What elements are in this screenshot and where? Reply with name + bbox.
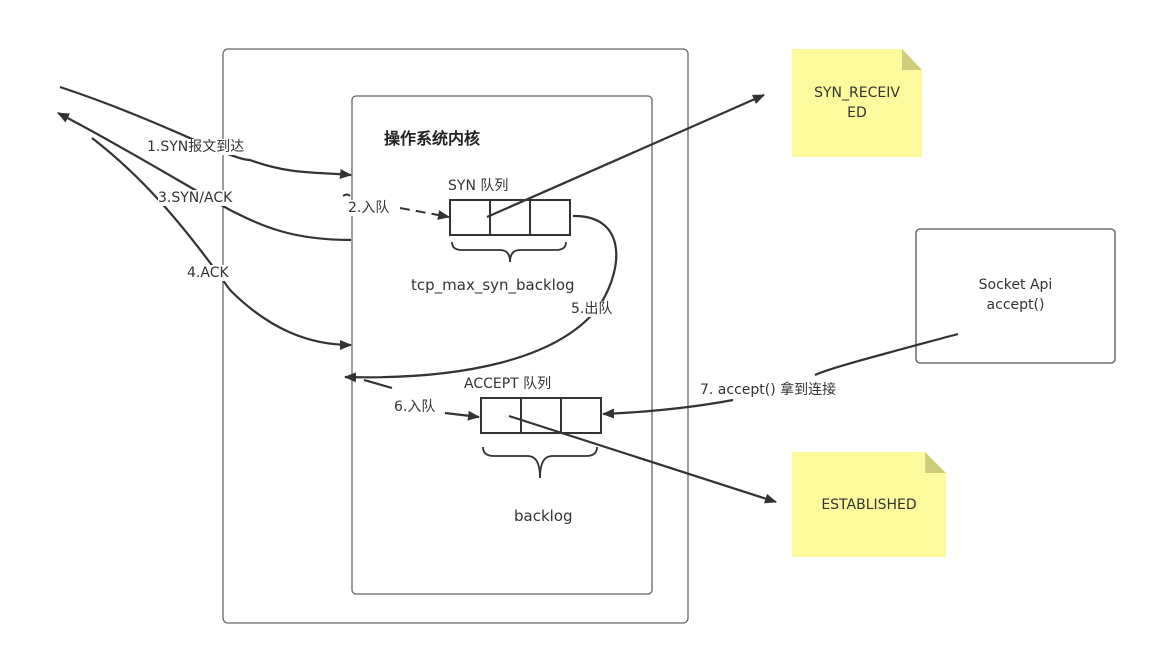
edge-ack	[91, 137, 352, 350]
socket-api-box	[915, 228, 1116, 364]
socket-api-line2: accept()	[986, 297, 1045, 313]
syn-received-line1: SYN_RECEIV	[814, 85, 900, 101]
syn-queue-label: SYN 队列	[448, 178, 509, 194]
accept-queue-slot	[520, 397, 562, 434]
established-note	[792, 452, 946, 557]
syn-received-note-text: SYN_RECEIV ED	[792, 83, 922, 123]
step-2-label: 2.入队	[348, 200, 390, 216]
step-6-label: 6.入队	[394, 399, 436, 415]
accept-queue-brace	[482, 446, 598, 479]
accept-queue-label: ACCEPT 队列	[464, 376, 552, 392]
established-note-text: ESTABLISHED	[792, 495, 946, 515]
edge-to-syn-received	[486, 93, 765, 219]
syn-queue-slot	[449, 199, 491, 236]
syn-queue-brace	[451, 241, 567, 263]
syn-queue-slot	[489, 199, 531, 236]
step-5-label: 5.出队	[571, 301, 613, 317]
edge-syn-ack	[57, 112, 352, 242]
syn-received-note	[792, 49, 922, 157]
established-line1: ESTABLISHED	[821, 497, 917, 513]
kernel-title: 操作系统内核	[384, 129, 481, 148]
syn-received-line2: ED	[847, 105, 867, 121]
accept-queue	[480, 397, 602, 434]
edge-to-established	[508, 414, 777, 504]
edge-accept-call	[603, 332, 959, 414]
edge-syn-enqueue	[342, 193, 449, 218]
socket-api-text: Socket Api accept()	[916, 275, 1115, 315]
edge-accept-enqueue	[363, 378, 479, 417]
socket-api-line1: Socket Api	[978, 277, 1053, 293]
step-4-label: 4.ACK	[187, 265, 229, 281]
syn-queue-slot	[529, 199, 571, 236]
step-1-label: 1.SYN报文到达	[147, 139, 245, 155]
accept-queue-brace-label: backlog	[514, 507, 573, 525]
edge-syn-arrival	[59, 85, 352, 179]
accept-queue-slot	[560, 397, 602, 434]
syn-queue-brace-label: tcp_max_syn_backlog	[411, 276, 575, 294]
syn-queue	[449, 199, 571, 236]
accept-queue-slot	[480, 397, 522, 434]
step-7-label: 7. accept() 拿到连接	[700, 382, 837, 398]
kernel-box	[351, 95, 653, 595]
step-3-label: 3.SYN/ACK	[158, 190, 233, 206]
